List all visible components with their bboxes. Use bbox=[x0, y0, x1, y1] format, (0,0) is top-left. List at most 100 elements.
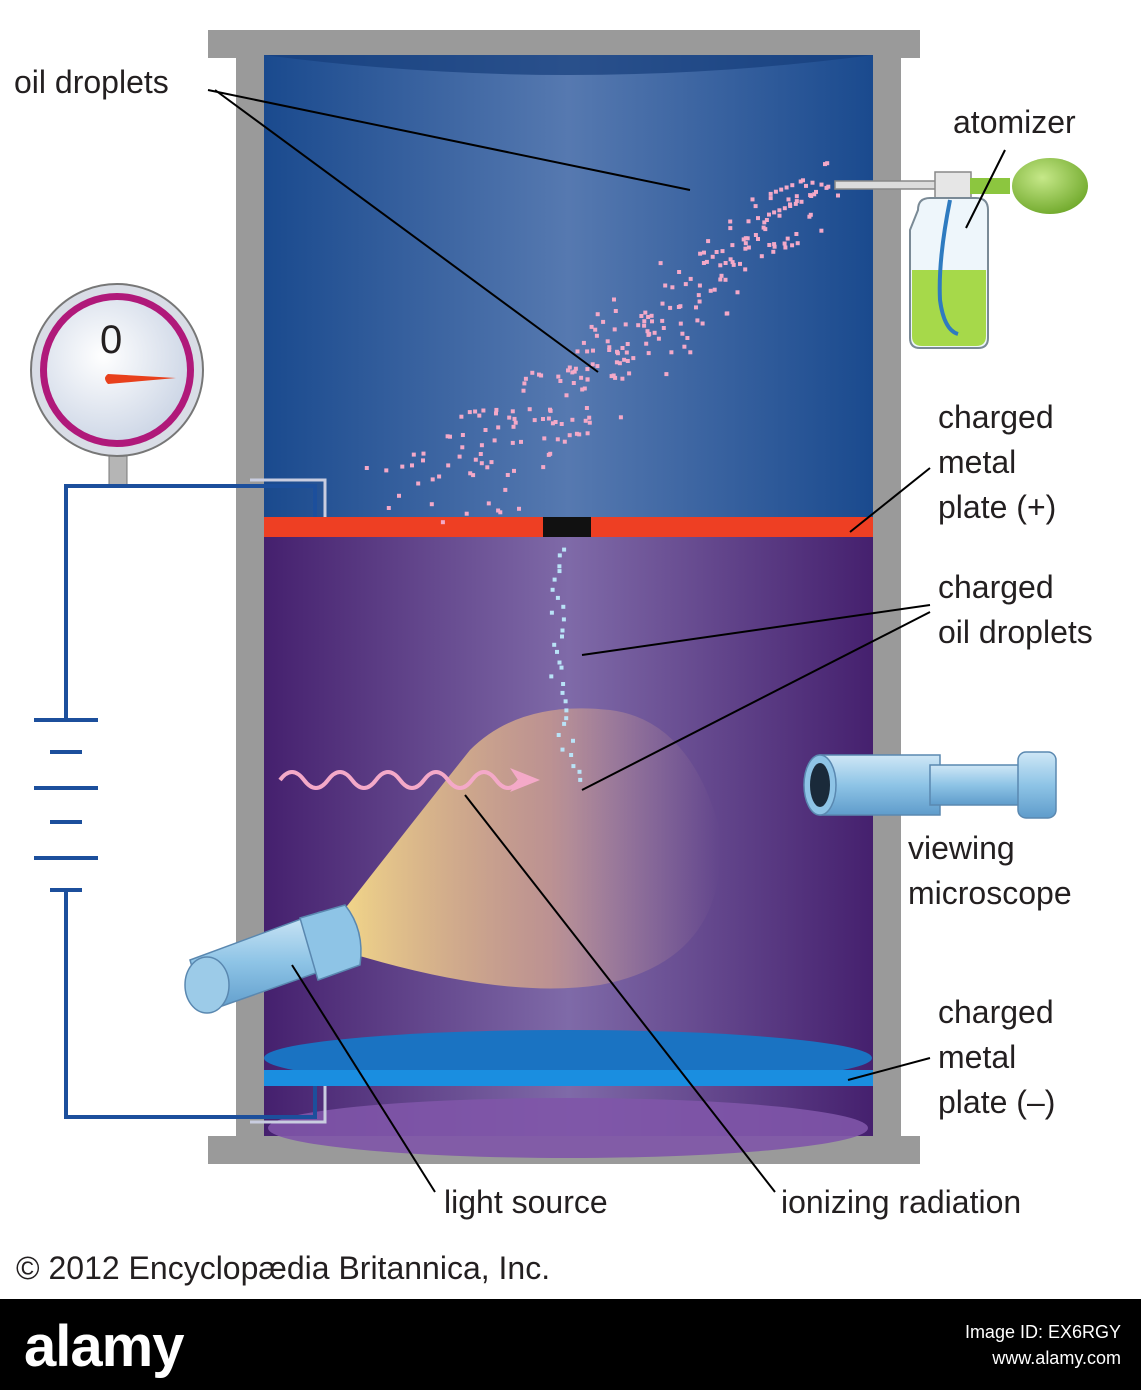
charged-droplet bbox=[552, 577, 557, 582]
oil-droplet bbox=[498, 510, 503, 515]
label-line: charged bbox=[938, 569, 1054, 605]
oil-droplet bbox=[779, 187, 784, 192]
oil-droplet bbox=[448, 434, 452, 439]
oil-droplet bbox=[571, 381, 576, 385]
oil-droplet bbox=[582, 386, 587, 391]
oil-droplet bbox=[704, 259, 709, 264]
oil-droplet bbox=[559, 422, 564, 426]
oil-droplet bbox=[570, 417, 575, 422]
oil-droplet bbox=[457, 454, 462, 459]
oil-droplet bbox=[505, 473, 510, 477]
charged-droplet bbox=[564, 716, 569, 721]
oil-droplet bbox=[794, 199, 799, 204]
oil-droplet bbox=[697, 299, 702, 304]
oil-droplet bbox=[623, 322, 628, 327]
oil-droplet bbox=[590, 362, 595, 367]
oil-droplet bbox=[676, 305, 681, 309]
label-line: oil droplets bbox=[938, 614, 1093, 650]
label-charged-metal-plate-positive: charged metal plate (+) bbox=[938, 395, 1056, 530]
oil-droplet bbox=[567, 365, 572, 370]
oil-droplet bbox=[682, 344, 687, 349]
oil-droplet-cloud bbox=[364, 161, 840, 525]
oil-droplet bbox=[772, 244, 777, 249]
oil-droplet bbox=[658, 261, 663, 266]
oil-droplet bbox=[647, 331, 652, 336]
oil-droplet bbox=[553, 420, 558, 424]
oil-droplet bbox=[510, 409, 515, 414]
oil-droplet bbox=[477, 413, 482, 418]
oil-droplet bbox=[478, 452, 483, 456]
oil-droplet bbox=[714, 250, 719, 254]
oil-droplet bbox=[522, 381, 527, 386]
oil-droplet bbox=[724, 311, 729, 316]
oil-droplet bbox=[645, 329, 650, 334]
oil-droplet bbox=[668, 305, 673, 310]
oil-droplet bbox=[397, 493, 401, 498]
charged-droplet bbox=[557, 553, 562, 558]
circuit-wire bbox=[64, 484, 317, 1119]
oil-droplet bbox=[786, 197, 791, 202]
oil-droplet bbox=[627, 371, 632, 376]
oil-droplet bbox=[411, 452, 416, 457]
oil-droplet bbox=[611, 373, 616, 378]
oil-droplet bbox=[723, 261, 728, 265]
oil-droplet bbox=[777, 208, 782, 213]
oil-droplet bbox=[772, 242, 777, 247]
charged-droplet bbox=[564, 708, 569, 713]
oil-droplet bbox=[794, 194, 799, 199]
frame-right-wall bbox=[873, 55, 901, 1155]
oil-droplet bbox=[584, 406, 589, 410]
charged-droplet bbox=[556, 733, 561, 737]
oil-droplet bbox=[429, 502, 434, 507]
charged-droplet bbox=[561, 604, 566, 609]
oil-droplet bbox=[605, 339, 610, 344]
label-ionizing-radiation: ionizing radiation bbox=[781, 1184, 1022, 1220]
oil-droplet bbox=[783, 245, 788, 250]
oil-droplet bbox=[743, 246, 748, 251]
charged-droplet bbox=[555, 649, 559, 654]
oil-droplet bbox=[575, 349, 580, 354]
oil-droplet bbox=[564, 393, 569, 398]
oil-droplet bbox=[743, 236, 748, 241]
oil-droplet bbox=[688, 350, 693, 355]
oil-droplet bbox=[773, 189, 778, 194]
oil-droplet bbox=[636, 323, 641, 328]
label-charged-metal-plate-negative: charged metal plate (–) bbox=[938, 990, 1055, 1125]
oil-droplet bbox=[652, 330, 657, 335]
oil-droplet bbox=[788, 204, 793, 208]
charged-droplet bbox=[562, 721, 567, 726]
oil-droplet bbox=[479, 461, 484, 466]
label-line: microscope bbox=[908, 875, 1072, 911]
oil-droplet bbox=[479, 443, 484, 448]
oil-droplet bbox=[685, 336, 690, 340]
oil-droplet bbox=[539, 373, 544, 378]
oil-droplet bbox=[625, 342, 630, 346]
battery bbox=[34, 718, 98, 892]
oil-droplet bbox=[718, 263, 723, 268]
oil-droplet bbox=[819, 228, 824, 233]
oil-droplet bbox=[483, 428, 488, 432]
charged-droplet bbox=[563, 699, 568, 704]
charged-droplet bbox=[560, 747, 565, 752]
oil-droplet bbox=[467, 410, 472, 415]
oil-droplet bbox=[618, 415, 623, 420]
charged-droplet bbox=[557, 564, 562, 569]
oil-droplet bbox=[782, 206, 787, 211]
oil-droplet bbox=[643, 310, 648, 315]
oil-droplet bbox=[620, 346, 625, 350]
charged-droplet-column bbox=[549, 547, 583, 782]
oil-droplet bbox=[620, 376, 625, 381]
label-charged-oil-droplets: charged oil droplets bbox=[938, 565, 1093, 655]
oil-droplet bbox=[548, 451, 553, 456]
oil-droplet bbox=[772, 210, 777, 215]
apparatus-drawing bbox=[30, 30, 1088, 1193]
oil-droplet bbox=[512, 468, 516, 473]
oil-droplet bbox=[591, 348, 595, 353]
charged-droplet bbox=[577, 769, 582, 774]
oil-droplet bbox=[631, 356, 636, 361]
viewing-microscope bbox=[803, 751, 1057, 819]
oil-droplet bbox=[799, 199, 804, 204]
oil-droplet bbox=[589, 324, 594, 329]
oil-droplet bbox=[542, 436, 547, 441]
